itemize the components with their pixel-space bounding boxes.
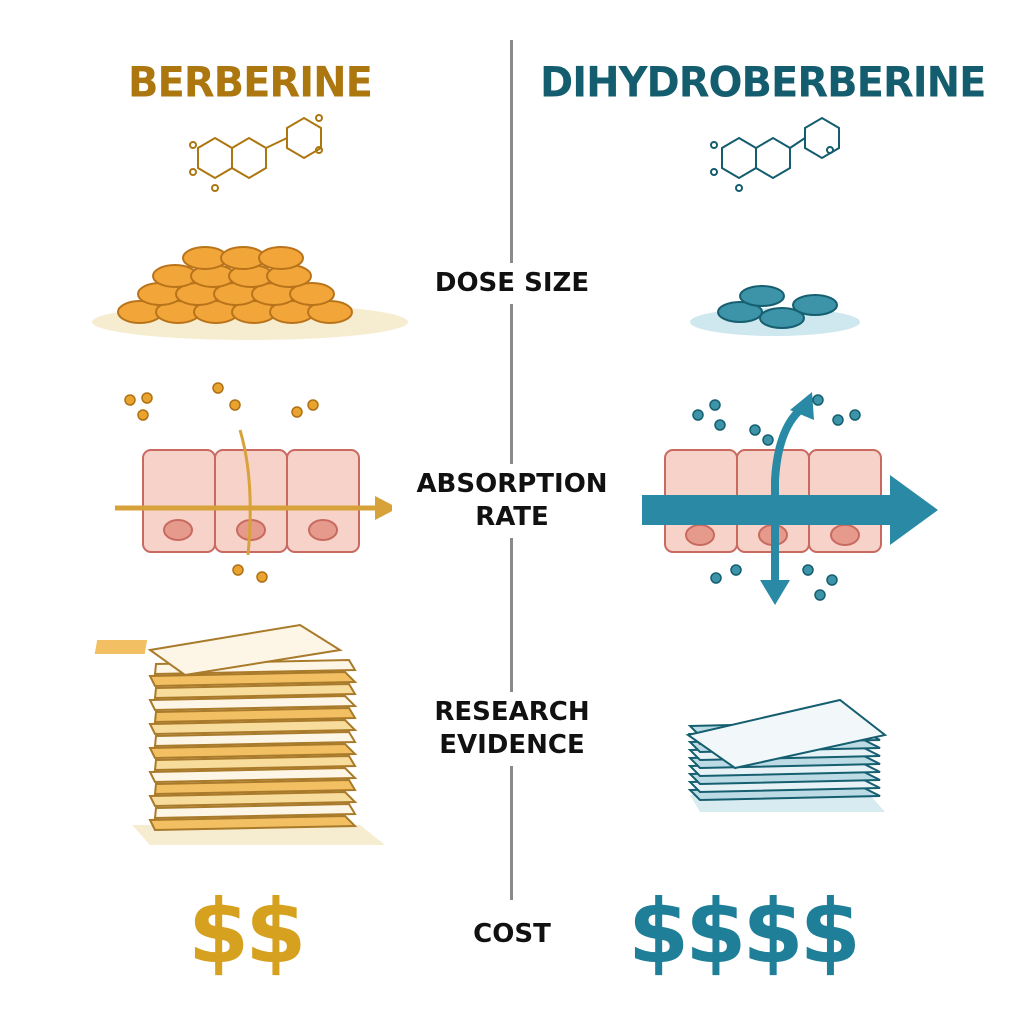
paper-sheet [153, 754, 357, 772]
paper-sheet [148, 694, 358, 712]
paper-sheet [153, 802, 357, 820]
berberine-title: BERBERINE [128, 58, 373, 108]
row-label-cost: COST [392, 914, 632, 955]
paper-sheet [153, 706, 357, 724]
paper-sheet [148, 790, 358, 808]
paper-sheet [148, 670, 358, 688]
rate-label: RATE [475, 502, 549, 532]
berberine-molecules-icon [124, 382, 319, 583]
dihydroberberine-paper-stack-icon [685, 698, 888, 812]
dihydroberberine-pill-pile-icon [690, 285, 860, 336]
dose-size-label: DOSE SIZE [434, 268, 590, 298]
paper-sheet [147, 623, 343, 677]
research-label: RESEARCH [434, 697, 590, 727]
paper-sheet [153, 730, 357, 748]
cost-label: COST [473, 919, 551, 949]
row-label-dose-size: DOSE SIZE [392, 263, 632, 304]
paper-sheet [148, 718, 358, 736]
berberine-molecule-icon [189, 114, 323, 192]
dihydroberberine-absorption-arrow-icon [642, 392, 938, 605]
evidence-label: EVIDENCE [439, 730, 585, 760]
absorption-label: ABSORPTION [416, 469, 608, 499]
paper-sheet [148, 742, 358, 760]
pill [258, 246, 304, 270]
paper-sheet [148, 814, 358, 832]
berberine-absorption-arrow-icon [115, 429, 398, 556]
berberine-pill-pile-icon [92, 246, 408, 340]
paper-sheet [685, 698, 888, 770]
dihydroberberine-title: DIHYDROBERBERINE [540, 58, 986, 108]
berberine-intestinal-cells-icon [142, 449, 360, 553]
paper-sheet [148, 766, 358, 784]
paper-sheet [153, 778, 357, 796]
dihydroberberine-molecules-icon [692, 394, 861, 601]
paper-sheet [153, 682, 357, 700]
pill [289, 282, 335, 306]
dihydroberberine-molecule-icon [710, 116, 840, 192]
dihydroberberine-cost: $$$$ [628, 880, 861, 983]
berberine-cost: $$ [188, 880, 306, 983]
berberine-paper-stack-icon [94, 623, 385, 845]
